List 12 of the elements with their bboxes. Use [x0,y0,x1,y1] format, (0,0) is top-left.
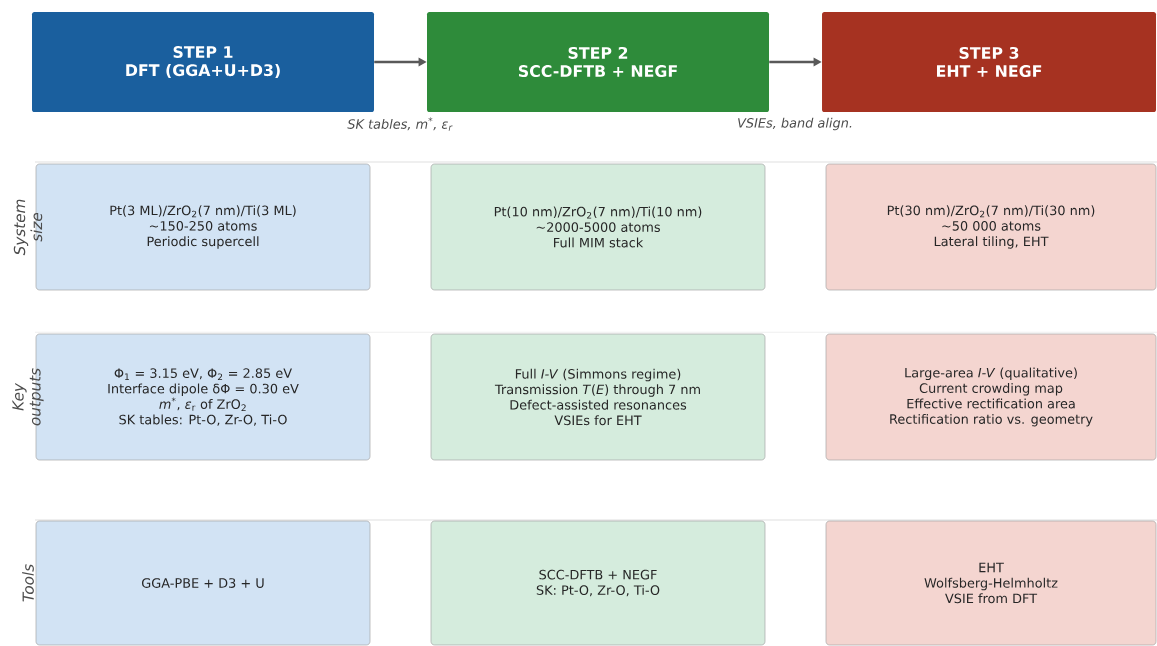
edge-label: SK tables, m$^{*}$, ε$_{r}$ [347,117,453,131]
content-box: EHT Wolfsberg-Helmholtz VSIE from DFT [825,520,1157,646]
step-box: STEP 2 SCC-DFTB + NEGF [427,12,769,112]
content-box: Pt(30 nm)/ZrO$_{2}$(7 nm)/Ti(30 nm) ~50 000 atoms Lateral tiling, EHT [825,163,1157,291]
step-box: STEP 3 EHT + NEGF [822,12,1156,112]
content-box: Full I-V (Simmons regime) Transmission T(E) through 7 nm Defect-assisted resonances VSIEs for EHT [430,333,766,461]
step-box: STEP 1 DFT (GGA+U+D3) [32,12,374,112]
content-box: GGA-PBE + D3 + U [35,520,371,646]
content-box: SCC-DFTB + NEGF SK: Pt-O, Zr-O, Ti-O [430,520,766,646]
content-box: Pt(10 nm)/ZrO$_{2}$(7 nm)/Ti(10 nm) ~2000-5000 atoms Full MIM stack [430,163,766,291]
content-box: Large-area I-V (qualitative) Current crowding map Effective rectification area Rectification ratio vs. geometry [825,333,1157,461]
edge-label: VSIEs, band align. [738,117,852,131]
